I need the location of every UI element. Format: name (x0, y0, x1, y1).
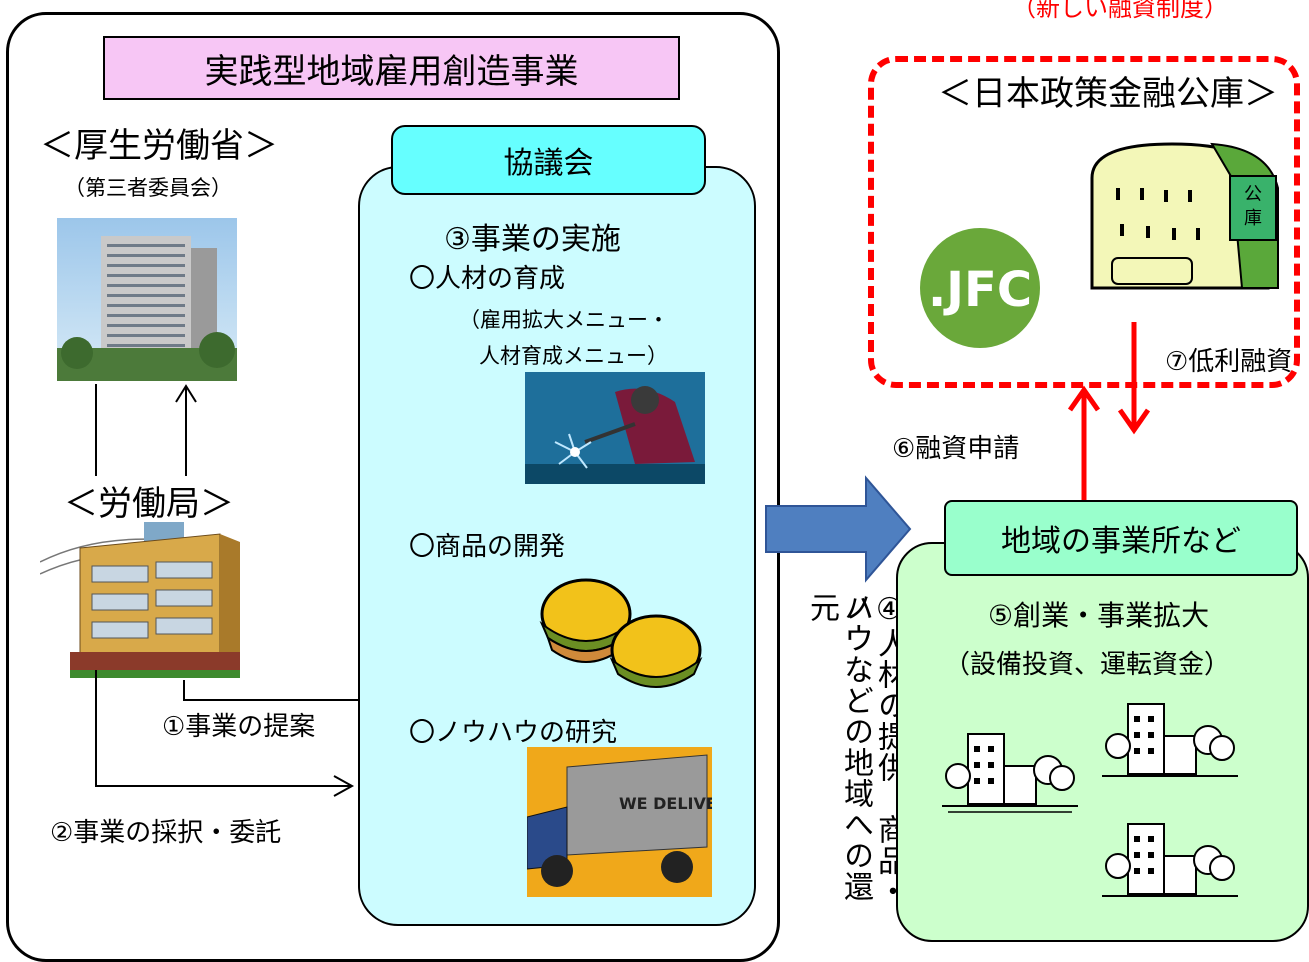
proposal-adoption-arrows (95, 670, 358, 797)
ministry-bureau-arrows (95, 384, 197, 476)
office-building-icon (942, 733, 1078, 813)
labor-bureau-building-image (40, 522, 240, 678)
jfc-box (868, 56, 1300, 388)
knowhow-label: 〇ノウハウの研究 (409, 718, 618, 748)
return-arrow (765, 475, 912, 583)
svg-text:公: 公 (1244, 184, 1262, 205)
local-business-panel (896, 542, 1309, 942)
funds-label: （設備投資、運転資金） (944, 650, 1231, 680)
main-panel-title: 実践型地域雇用創造事業 (103, 36, 680, 100)
adoption-label: ②事業の採択・委託 (50, 818, 282, 848)
menu-line-1: （雇用拡大メニュー・ (459, 308, 669, 332)
product-dev-label: 〇商品の開発 (409, 532, 566, 562)
expansion-heading: ⑤創業・事業拡大 (988, 599, 1210, 632)
implementation-heading: ③事業の実施 (444, 222, 621, 257)
return-text-line2: ハウなどの地域への還元 (804, 592, 873, 902)
loan-arrows (1067, 322, 1151, 500)
office-building-icon-3 (1102, 823, 1238, 897)
menu-line-2: 人材育成メニュー） (479, 344, 668, 368)
jfc-building-image: 公 庫 (1090, 142, 1279, 290)
jfc-logo: .JFC (920, 228, 1040, 348)
ministry-building-image (57, 218, 237, 381)
delivery-truck-image: WE DELIVER (527, 747, 712, 897)
local-business-tab: 地域の事業所など (944, 500, 1298, 576)
burger-image (539, 578, 703, 688)
ministry-committee: （第三者委員会） (64, 176, 232, 200)
ministry-name: ＜厚生労働省＞ (40, 126, 278, 166)
low-interest-loan-label: ⑦低利融資 (1165, 347, 1293, 377)
proposal-label: ①事業の提案 (162, 712, 316, 742)
welder-image (525, 372, 705, 484)
hr-development-label: 〇人材の育成 (409, 264, 566, 294)
jfc-title: ＜日本政策金融公庫＞ (938, 74, 1278, 114)
loan-application-label: ⑥融資申請 (892, 434, 1020, 464)
truck-text: WE DELIVER (619, 794, 712, 813)
svg-text:庫: 庫 (1244, 208, 1262, 229)
council-tab: 協議会 (391, 125, 706, 195)
new-system-note: （新しい融資制度） (1012, 0, 1228, 22)
jfc-logo-text: .JFC (928, 262, 1032, 318)
labor-bureau-name: ＜労働局＞ (64, 484, 234, 524)
office-building-icon-2 (1102, 703, 1238, 777)
